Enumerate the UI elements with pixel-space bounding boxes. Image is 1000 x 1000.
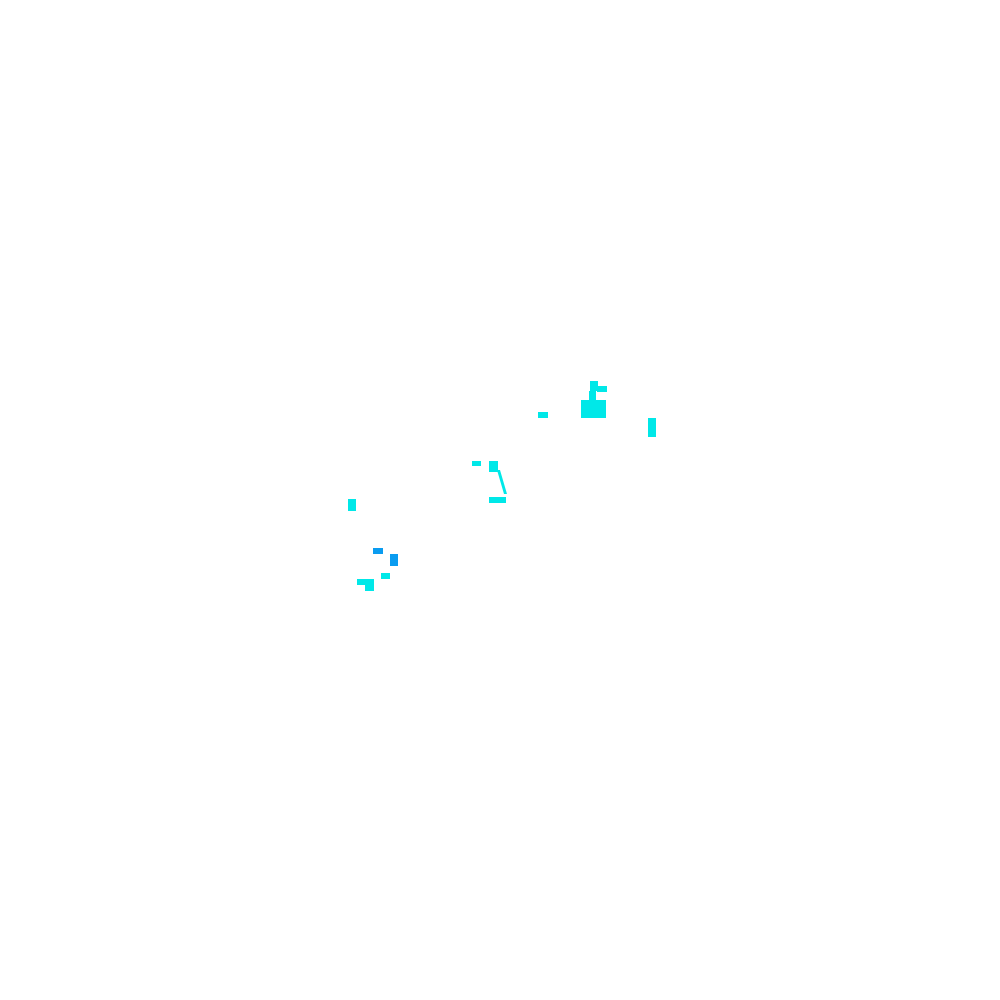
pixel-fragment [472,461,481,466]
pixel-fragment [589,391,596,401]
pixel-fragment [597,386,607,392]
pixel-fragment [648,418,656,437]
pixel-fragment-accent [373,548,383,554]
pixel-fragment [381,573,390,579]
pixel-fragment [489,461,498,472]
pixel-fragment [590,381,598,391]
pixel-fragment [348,499,356,511]
pixel-fragment [581,400,606,418]
pixel-fragment-accent [390,554,398,566]
pixel-fragment [489,497,506,503]
pixel-fragment [365,584,374,591]
pixel-fragment [538,412,548,418]
pixel-stroke-fragment [497,470,507,494]
pixel-fragment [357,579,374,585]
